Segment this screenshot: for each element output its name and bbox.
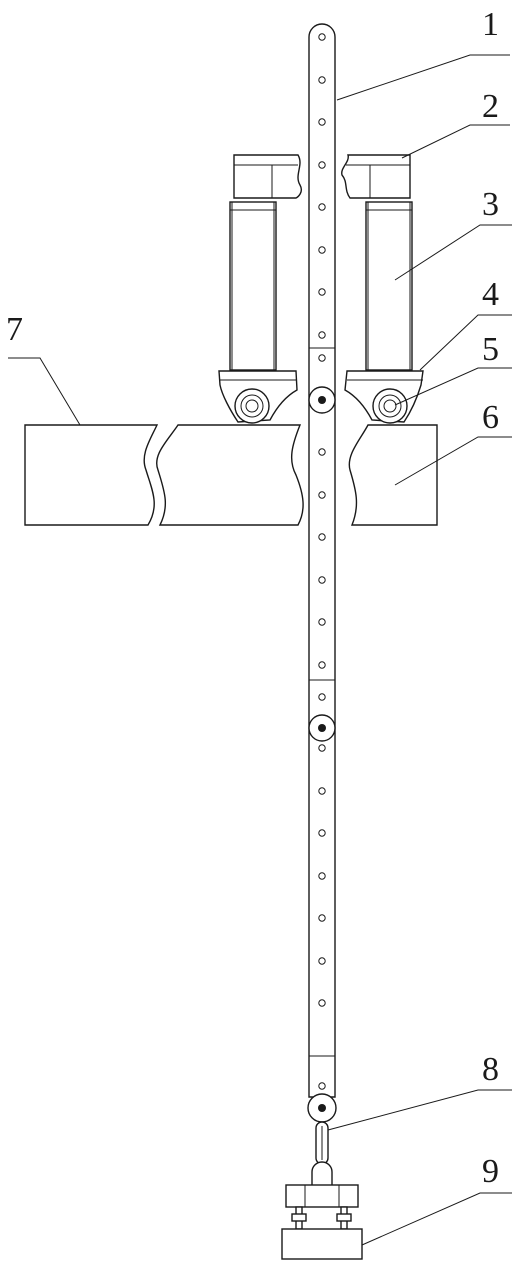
rod-hole	[318, 744, 326, 752]
right-roller-wheel	[372, 388, 408, 424]
rod-bottom-pulley	[307, 1093, 337, 1123]
rod-middle-pulley	[308, 714, 336, 742]
rod-hole	[318, 288, 326, 296]
rod-hole	[318, 203, 326, 211]
rod-hole	[318, 872, 326, 880]
rod-hole	[318, 161, 326, 169]
perforated-rod	[308, 23, 336, 1098]
rod-hole	[318, 76, 326, 84]
right-beam	[348, 424, 438, 526]
middle-beam	[156, 424, 304, 526]
rod-hole	[318, 787, 326, 795]
rod-hole	[318, 448, 326, 456]
label-4: 4	[482, 276, 499, 313]
rod-hole	[318, 246, 326, 254]
rod-hole	[318, 331, 326, 339]
rod-hole	[318, 354, 326, 362]
label-7: 7	[6, 311, 23, 348]
rod-hole	[318, 118, 326, 126]
label-6: 6	[482, 399, 499, 436]
label-8: 8	[482, 1051, 499, 1088]
part-labels: 1 2 3 4 5 6 7 8 9	[6, 6, 499, 1190]
left-beam	[24, 424, 159, 526]
label-1: 1	[482, 6, 499, 43]
rod-hole	[318, 33, 326, 41]
label-2: 2	[482, 88, 499, 125]
lifting-magnet	[281, 1161, 363, 1260]
rod-holes	[318, 33, 326, 1090]
rod-hole	[318, 533, 326, 541]
label-5: 5	[482, 331, 499, 368]
rod-hole	[318, 661, 326, 669]
leader-lines	[8, 54, 512, 1246]
rod-hole	[318, 999, 326, 1007]
rod-hole	[318, 957, 326, 965]
rod-hole	[318, 618, 326, 626]
rod-hole	[318, 1082, 326, 1090]
right-hydraulic-cylinder	[365, 201, 413, 371]
label-9: 9	[482, 1153, 499, 1190]
rod-hole	[318, 491, 326, 499]
label-3: 3	[482, 186, 499, 223]
rod-hole	[318, 829, 326, 837]
chain-link	[315, 1121, 329, 1165]
left-hydraulic-cylinder	[229, 201, 277, 371]
rod-upper-pulley	[308, 386, 336, 414]
left-roller-wheel	[234, 388, 270, 424]
rod-hole	[318, 576, 326, 584]
rod-hole	[318, 693, 326, 701]
rod-hole	[318, 914, 326, 922]
right-cylinder-top-cap	[341, 154, 411, 199]
left-cylinder-top-cap	[233, 154, 303, 199]
